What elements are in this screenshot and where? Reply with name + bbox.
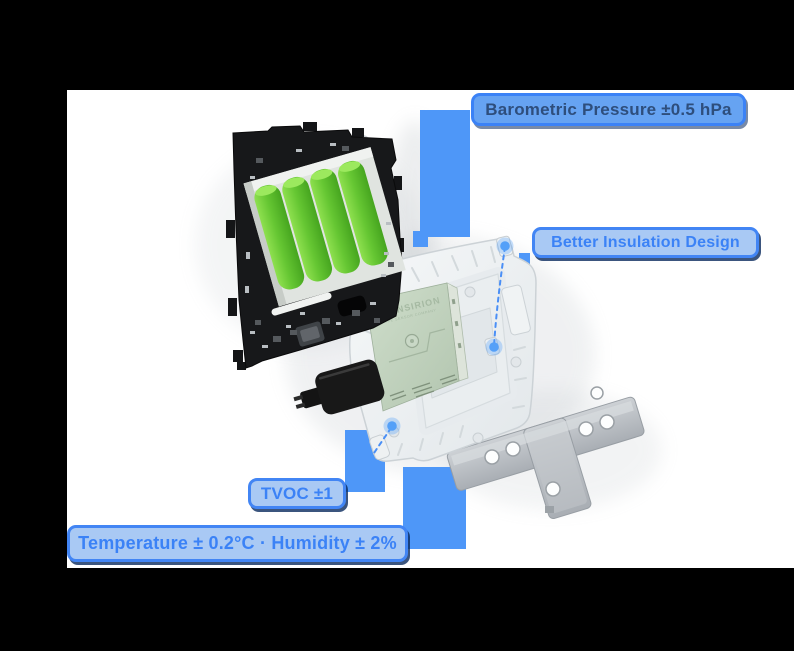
battery-board bbox=[226, 122, 406, 370]
battery bbox=[254, 184, 305, 290]
pointer-lines bbox=[373, 237, 514, 454]
battery bbox=[282, 176, 333, 282]
bracket-tab bbox=[545, 506, 554, 513]
pointer-dot-insulation-bottom bbox=[485, 338, 503, 356]
callout-barometric-pressure: Barometric Pressure ±0.5 hPa bbox=[471, 93, 746, 126]
pcb-components-dark bbox=[255, 146, 394, 342]
module-side-slots bbox=[451, 298, 462, 349]
callout-temperature-humidity: Temperature ± 0.2°C · Humidity ± 2% bbox=[67, 525, 408, 562]
module-etch-line bbox=[388, 328, 446, 363]
shell-foot-tab bbox=[369, 434, 390, 461]
module-vents bbox=[389, 374, 458, 401]
pointer-line-insulation bbox=[493, 246, 506, 347]
bracket-holes bbox=[484, 386, 615, 497]
shell-screw-bosses bbox=[388, 286, 522, 444]
pcb-slot bbox=[271, 292, 332, 316]
callout-tvoc: TVOC ±1 bbox=[248, 478, 346, 509]
mounting-bracket bbox=[446, 386, 645, 520]
battery-bay bbox=[243, 147, 406, 307]
pcb-components-light bbox=[245, 143, 391, 348]
pcb-chip bbox=[295, 321, 325, 347]
connector-bars bbox=[345, 110, 530, 549]
battery bbox=[310, 168, 360, 274]
callout-better-insulation: Better Insulation Design bbox=[532, 227, 759, 258]
connector-bar-barometric-notch bbox=[413, 231, 428, 247]
power-plug bbox=[293, 359, 385, 415]
batteries bbox=[254, 160, 388, 290]
connector-bar-barometric bbox=[420, 110, 470, 237]
pointer-line-tvoc bbox=[373, 427, 392, 454]
pointer-dot-tvoc bbox=[383, 417, 401, 435]
pointer-dot-insulation-top bbox=[496, 237, 514, 255]
shell-side-tab bbox=[501, 284, 531, 336]
battery bbox=[338, 160, 388, 266]
